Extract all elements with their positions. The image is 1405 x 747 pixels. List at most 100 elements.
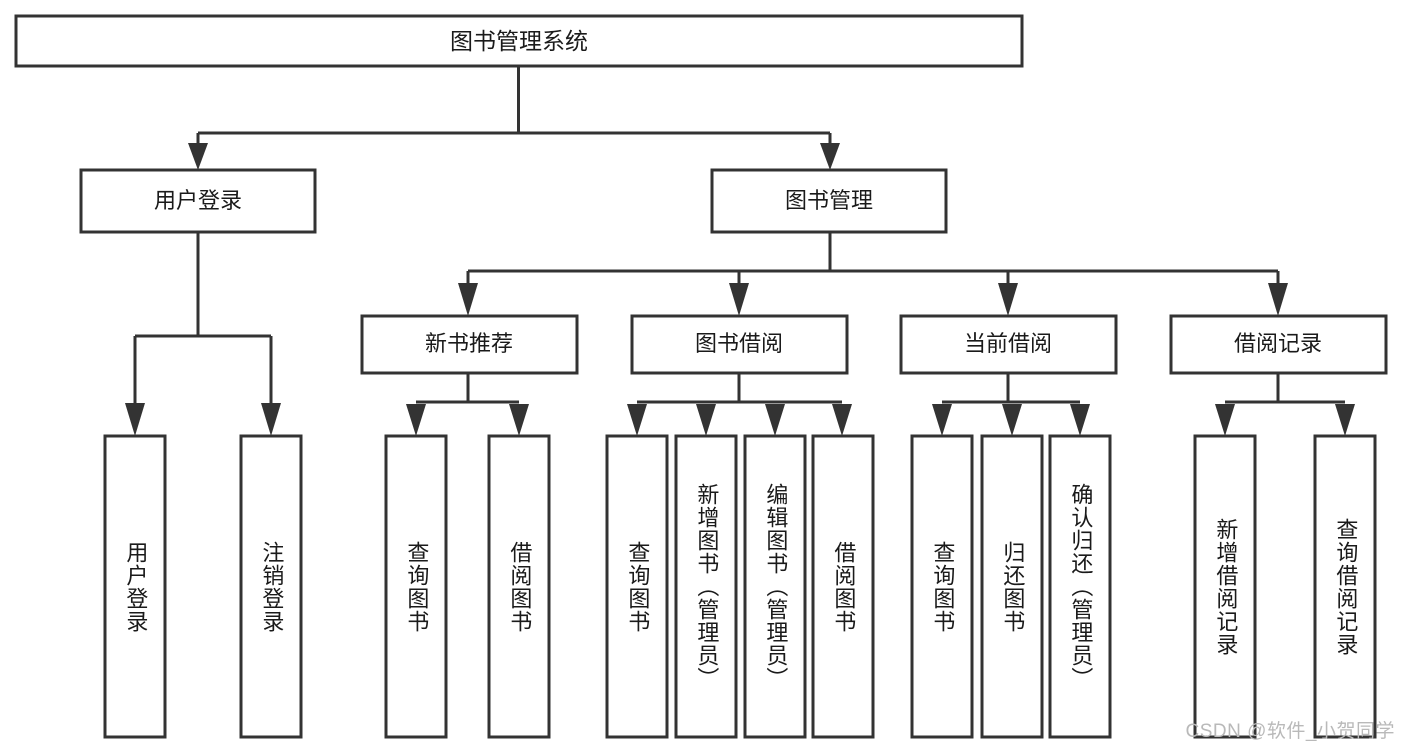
leaf-new-book-query[interactable]: 查询图书 [384,434,448,739]
leaf-user-login-login-fo: 用户登录 [123,540,149,633]
leaf-record-add[interactable]: 新增借阅记录 [1193,434,1257,739]
arrow-borrow-leaf1 [627,404,647,436]
leaf-borrow-add-book[interactable]: 新增图书（管理员） [674,434,738,739]
arrow-current-borrow-leaf3 [1070,404,1090,436]
leaf-user-login-login-box[interactable] [103,434,167,739]
node-current-borrow-label: 当前借阅 [964,331,1052,356]
connector-group-book-mgmt [458,232,1288,316]
leaf-borrow-edit-book[interactable]: 编辑图书（管理员） [743,434,807,739]
leaf-current-return-box[interactable] [980,434,1044,739]
arrow-current-borrow-leaf2 [1002,404,1022,436]
leaf-current-confirm-return-label: 确认归还（管理员） [1068,483,1094,690]
node-book-borrow-label: 图书借阅 [695,331,783,356]
leaf-record-query[interactable]: 查询借阅记录 [1313,434,1377,739]
arrow-new-book-leaf1 [406,404,426,436]
node-new-book-recommend-label: 新书推荐 [425,331,513,356]
arrow-root-to-user-login [188,143,208,170]
node-book-borrow-box[interactable] [630,314,849,375]
leaf-current-query-box[interactable] [910,434,974,739]
leaf-user-login-login-label: 用户登录 [123,540,149,633]
connector-group-user-login [125,232,281,436]
connector-group-borrow [627,373,852,436]
node-book-management-label: 图书管理 [785,188,873,213]
connector-group-root [188,66,840,170]
arrow-borrow-record-leaf2 [1335,404,1355,436]
node-borrow-record-box[interactable] [1169,314,1388,375]
leaf-borrow-borrow-book-fo: 借阅图书 [831,540,857,633]
node-root-label: 图书管理系统 [450,28,588,54]
node-borrow-record[interactable]: 借阅记录 [1169,314,1388,375]
leaf-user-login-logout-box[interactable] [239,434,303,739]
node-current-borrow[interactable]: 当前借阅 [899,314,1118,375]
leaf-record-query-label: 查询借阅记录 [1333,517,1359,656]
leaf-current-return[interactable]: 归还图书 [980,434,1044,739]
arrow-borrow-leaf4 [832,404,852,436]
leaf-current-query[interactable]: 查询图书 [910,434,974,739]
csdn-watermark: CSDN @软件_小贺同学 [1185,721,1395,742]
leaf-borrow-borrow-book-label: 借阅图书 [831,540,857,633]
leaf-record-query-box[interactable] [1313,434,1377,739]
leaf-record-add-label: 新增借阅记录 [1213,517,1239,656]
arrow-new-book-leaf2 [509,404,529,436]
arrow-current-borrow-leaf1 [932,404,952,436]
node-borrow-record-label: 借阅记录 [1234,331,1322,356]
leaf-borrow-borrow-book-box[interactable] [811,434,875,739]
leaf-borrow-add-book-box[interactable] [674,434,738,739]
leaf-new-book-query-label: 查询图书 [404,540,430,633]
node-current-borrow-box[interactable] [899,314,1118,375]
arrow-root-to-book-mgmt [820,143,840,170]
node-book-borrow[interactable]: 图书借阅 [630,314,849,375]
leaf-new-book-borrow-label: 借阅图书 [507,540,533,633]
leaf-user-login-login[interactable]: 用户登录 [103,434,167,739]
leaf-borrow-query-fo: 查询图书 [625,540,651,633]
leaf-borrow-edit-book-box[interactable] [743,434,807,739]
leaf-new-book-borrow-box[interactable] [487,434,551,739]
node-user-login-label: 用户登录 [154,188,242,213]
leaf-borrow-query-box[interactable] [605,434,669,739]
connector-group-current-borrow [932,373,1090,436]
leaf-borrow-add-book-fo: 新增图书（管理员） [694,483,720,690]
leaf-current-query-label: 查询图书 [930,540,956,633]
node-new-book-recommend[interactable]: 新书推荐 [360,314,579,375]
leaf-current-confirm-return[interactable]: 确认归还（管理员） [1048,434,1112,739]
arrow-user-login-leaf1 [125,403,145,436]
node-book-management-box[interactable] [710,168,948,234]
leaf-record-add-box[interactable] [1193,434,1257,739]
leaf-current-confirm-return-box[interactable] [1048,434,1112,739]
arrow-book-mgmt-new-book [458,283,478,316]
leaf-current-confirm-return-fo: 确认归还（管理员） [1068,483,1094,690]
arrow-borrow-leaf2 [696,404,716,436]
node-user-login[interactable]: 用户登录 [79,168,317,234]
leaf-user-login-logout-label: 注销登录 [259,540,285,633]
leaf-borrow-query[interactable]: 查询图书 [605,434,669,739]
leaf-current-query-fo: 查询图书 [930,540,956,633]
arrow-book-mgmt-current [998,283,1018,316]
arrow-borrow-record-leaf1 [1215,404,1235,436]
arrow-borrow-leaf3 [765,404,785,436]
leaf-borrow-edit-book-label: 编辑图书（管理员） [763,483,789,690]
leaf-borrow-add-book-label: 新增图书（管理员） [694,483,720,690]
leaf-new-book-borrow-fo: 借阅图书 [507,540,533,633]
node-book-management[interactable]: 图书管理 [710,168,948,234]
leaf-current-return-fo: 归还图书 [1000,540,1026,633]
node-root-box[interactable] [14,14,1024,68]
node-user-login-box[interactable] [79,168,317,234]
arrow-book-mgmt-borrow [729,283,749,316]
leaf-new-book-query-box[interactable] [384,434,448,739]
leaf-record-add-fo: 新增借阅记录 [1213,517,1239,656]
leaf-user-login-logout[interactable]: 注销登录 [239,434,303,739]
node-root[interactable]: 图书管理系统 [14,14,1024,68]
connector-group-borrow-record [1215,373,1355,436]
leaf-current-return-label: 归还图书 [1000,540,1026,633]
leaf-record-query-fo: 查询借阅记录 [1333,517,1359,656]
leaf-borrow-edit-book-fo: 编辑图书（管理员） [763,483,789,690]
leaf-user-login-logout-fo: 注销登录 [259,540,285,633]
leaf-new-book-borrow[interactable]: 借阅图书 [487,434,551,739]
node-new-book-recommend-box[interactable] [360,314,579,375]
leaf-borrow-borrow-book[interactable]: 借阅图书 [811,434,875,739]
leaf-borrow-query-label: 查询图书 [625,540,651,633]
arrow-book-mgmt-record [1268,283,1288,316]
leaf-new-book-query-fo: 查询图书 [404,540,430,633]
